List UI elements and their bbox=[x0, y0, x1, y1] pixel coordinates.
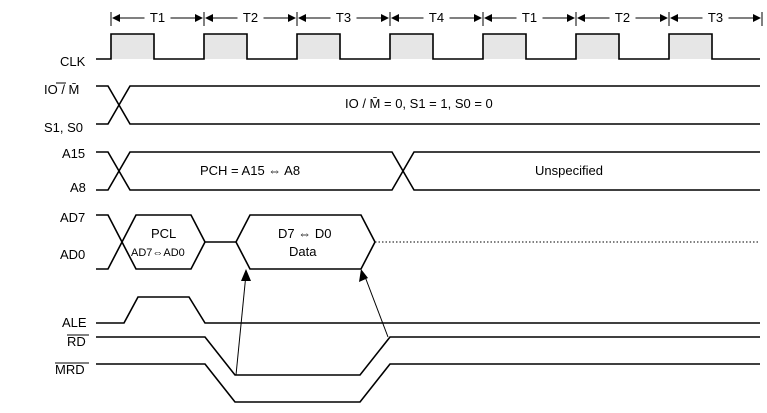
timing-arrows bbox=[235, 269, 389, 376]
clk-label: CLK bbox=[60, 54, 86, 69]
data-text: D7 ⇔ D0 bbox=[278, 226, 331, 241]
rd-waveform bbox=[96, 336, 760, 376]
data-to-rd-arrow bbox=[363, 273, 389, 338]
status-text: IO / M̄ = 0, S1 = 1, S0 = 0 bbox=[345, 96, 493, 111]
rd-label: RD bbox=[67, 334, 86, 349]
rd-to-data-arrow bbox=[235, 273, 247, 376]
t-state-5: T1 bbox=[482, 10, 575, 26]
pcl-text: PCL bbox=[151, 226, 176, 241]
address-high-bus: PCH = A15 ⇔ A8 Unspecified bbox=[96, 151, 760, 191]
t-state-4: T4 bbox=[389, 10, 482, 26]
clk-high-2 bbox=[204, 34, 247, 59]
clk-line bbox=[96, 33, 760, 60]
mrd-waveform bbox=[96, 363, 760, 403]
t-state-label: T1 bbox=[150, 10, 165, 25]
t-state-label: T4 bbox=[429, 10, 444, 25]
t-state-label: T2 bbox=[243, 10, 258, 25]
data-to-rd-arrowhead bbox=[359, 269, 368, 282]
ale-waveform bbox=[96, 296, 760, 324]
mrd-label: MRD bbox=[55, 362, 85, 377]
data-sub-text: Data bbox=[289, 244, 317, 259]
t-state-3: T3 bbox=[296, 10, 389, 26]
clk-high-7 bbox=[669, 34, 712, 59]
t-state-header: T1 T2 T3 T4 T1 T2 T3 bbox=[110, 10, 763, 26]
ale-label: ALE bbox=[62, 315, 87, 330]
clk-high-1 bbox=[111, 34, 154, 59]
t-state-label: T3 bbox=[708, 10, 723, 25]
t-state-7: T3 bbox=[668, 10, 761, 26]
t-state-label: T1 bbox=[522, 10, 537, 25]
a8-label: A8 bbox=[70, 180, 86, 195]
unspecified-text: Unspecified bbox=[535, 163, 603, 178]
t-state-2: T2 bbox=[203, 10, 296, 26]
clk-waveform bbox=[96, 33, 760, 60]
rd-to-data-arrowhead bbox=[241, 269, 251, 281]
address-data-bus: PCL AD7⇔AD0 D7 ⇔ D0 Data bbox=[96, 214, 760, 270]
ad7-label: AD7 bbox=[60, 210, 85, 225]
t-state-label: T3 bbox=[336, 10, 351, 25]
clk-high-6 bbox=[576, 34, 619, 59]
a15-label: A15 bbox=[62, 146, 85, 161]
t-state-1: T1 bbox=[110, 10, 203, 26]
clk-high-4 bbox=[390, 34, 433, 59]
pcl-sub-text: AD7⇔AD0 bbox=[131, 247, 185, 259]
clk-high-3 bbox=[297, 34, 340, 59]
t-state-6: T2 bbox=[575, 10, 668, 26]
s1-s0-label: S1, S0 bbox=[44, 120, 83, 135]
pch-text: PCH = A15 ⇔ A8 bbox=[200, 163, 300, 178]
status-bus: IO / M̄ = 0, S1 = 1, S0 = 0 bbox=[96, 85, 760, 125]
signal-labels: CLK IO / M̄ S1, S0 A15 A8 AD7 AD0 ALE RD… bbox=[44, 54, 87, 377]
t-state-label: T2 bbox=[615, 10, 630, 25]
clk-high-5 bbox=[483, 34, 526, 59]
ad0-label: AD0 bbox=[60, 247, 85, 262]
io-m-label: IO / M̄ bbox=[44, 82, 79, 97]
